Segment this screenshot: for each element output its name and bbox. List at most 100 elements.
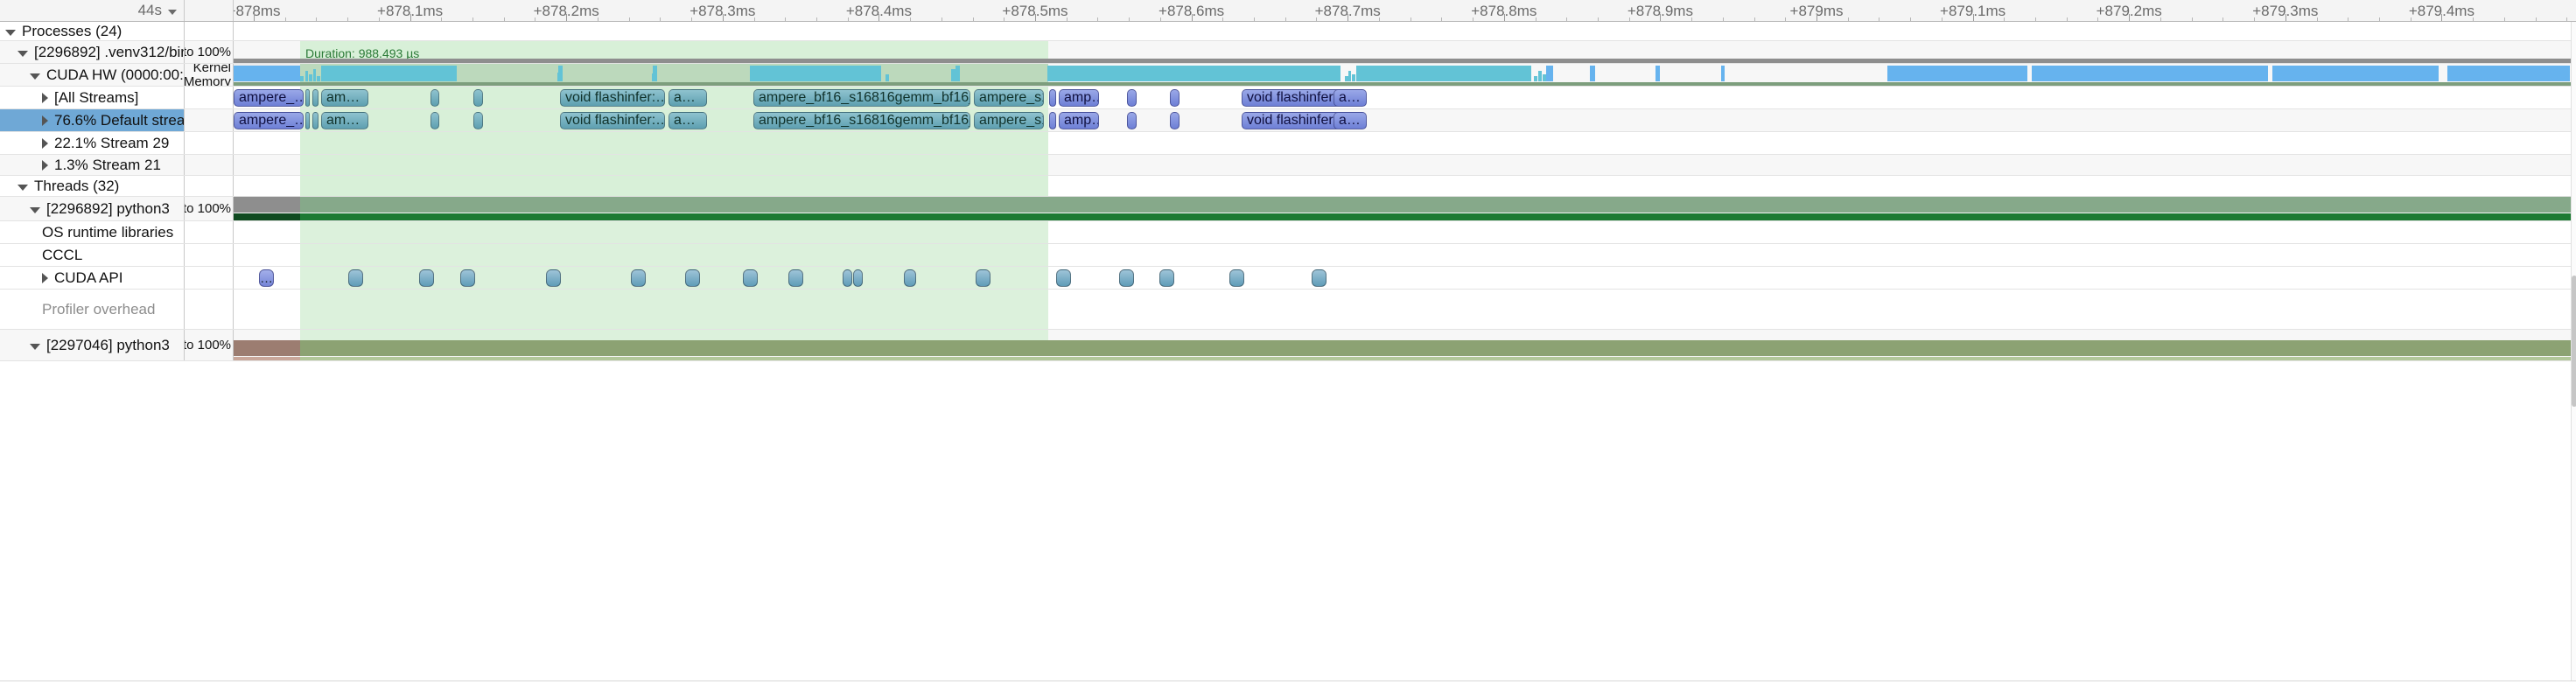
- sidebar-item-22-1-stream-29[interactable]: 22.1% Stream 29: [0, 132, 185, 154]
- kernel-block[interactable]: [1127, 112, 1137, 129]
- cuda-api-call-block[interactable]: …: [259, 269, 274, 287]
- kernel-block[interactable]: ampere_…: [234, 89, 304, 107]
- chevron-down-icon[interactable]: [5, 30, 16, 36]
- kernel-block[interactable]: ampere_…: [234, 112, 304, 129]
- cuda-api-call-block[interactable]: [788, 269, 803, 287]
- cuda-api-call-block[interactable]: [348, 269, 363, 287]
- ruler-scale[interactable]: +878ms+878.1ms+878.2ms+878.3ms+878.4ms+8…: [234, 0, 2576, 21]
- ruler-tick-label: +878.3ms: [690, 3, 756, 19]
- cuda-api-call-block[interactable]: [460, 269, 475, 287]
- sidebar-item-cuda-api[interactable]: CUDA API: [0, 267, 185, 289]
- kernel-block[interactable]: a…: [668, 112, 707, 129]
- sidebar-item-2297046-python3[interactable]: [2297046] python3: [0, 330, 185, 360]
- cuda-api-call-block[interactable]: [1056, 269, 1071, 287]
- cuda-api-call-block[interactable]: [743, 269, 758, 287]
- timeline-track[interactable]: [234, 221, 2576, 243]
- vertical-scrollbar[interactable]: [2571, 22, 2576, 684]
- kernel-block[interactable]: ampere_s1…: [974, 112, 1044, 129]
- ruler-tick-minor: [1754, 17, 1755, 21]
- timeline-track[interactable]: …: [234, 267, 2576, 289]
- sidebar-item-76-6-default-stream-7[interactable]: 76.6% Default stream 7: [0, 109, 185, 131]
- chevron-right-icon[interactable]: [42, 92, 48, 103]
- sidebar-item-2296892-venv312-bin-pytho[interactable]: [2296892] .venv312/bin/pytho: [0, 41, 185, 63]
- kernel-block[interactable]: a…: [1334, 89, 1367, 107]
- kernel-block[interactable]: void flashinfer:…: [560, 112, 665, 129]
- kernel-block[interactable]: [1049, 112, 1056, 129]
- kernel-block[interactable]: [1127, 89, 1137, 107]
- cuda-api-call-block[interactable]: [631, 269, 646, 287]
- vertical-scrollbar-thumb[interactable]: [2572, 276, 2576, 407]
- timeline-track[interactable]: [234, 64, 2576, 86]
- timeline-track[interactable]: [234, 244, 2576, 266]
- kernel-block[interactable]: a…: [668, 89, 707, 107]
- kernel-block[interactable]: [430, 89, 439, 107]
- sidebar-item-1-3-stream-21[interactable]: 1.3% Stream 21: [0, 155, 185, 175]
- sidebar-item-os-runtime-libraries[interactable]: OS runtime libraries: [0, 221, 185, 243]
- kernel-block[interactable]: amp…: [1059, 89, 1099, 107]
- ruler-tick-minor: [347, 17, 349, 21]
- chevron-down-icon[interactable]: [18, 185, 28, 191]
- kernel-block[interactable]: am…: [321, 112, 368, 129]
- kernel-block[interactable]: [1170, 112, 1180, 129]
- chevron-right-icon[interactable]: [42, 272, 48, 283]
- kernel-block[interactable]: void flashinfer:…: [1242, 89, 1346, 107]
- cuda-api-call-block[interactable]: [904, 269, 916, 287]
- kernel-block[interactable]: [305, 112, 310, 129]
- kernel-block[interactable]: [1170, 89, 1180, 107]
- sidebar-item-cuda-hw-0000-00-04-0-nv[interactable]: CUDA HW (0000:00:04.0 - NV: [0, 64, 185, 86]
- sidebar-item-profiler-overhead[interactable]: Profiler overhead: [0, 290, 185, 329]
- timeline-track[interactable]: [234, 176, 2576, 196]
- timeline-track[interactable]: [234, 22, 2576, 40]
- cuda-api-call-block[interactable]: [843, 269, 852, 287]
- zoom-level-selector[interactable]: 44s: [0, 0, 185, 21]
- chevron-right-icon[interactable]: [42, 115, 48, 126]
- chevron-down-icon[interactable]: [30, 73, 40, 80]
- timeline-track[interactable]: [234, 197, 2576, 220]
- kernel-block[interactable]: [473, 112, 483, 129]
- sidebar-item-cccl[interactable]: CCCL: [0, 244, 185, 266]
- kernel-block[interactable]: a…: [1334, 112, 1367, 129]
- cuda-api-call-block[interactable]: [685, 269, 700, 287]
- chevron-down-icon[interactable]: [18, 51, 28, 57]
- sidebar-item-threads-32[interactable]: Threads (32): [0, 176, 185, 196]
- timeline-track[interactable]: ampere_…am…void flashinfer:…a…ampere_bf1…: [234, 87, 2576, 108]
- kernel-block[interactable]: amp…: [1059, 112, 1099, 129]
- chevron-down-icon[interactable]: [30, 207, 40, 213]
- chevron-down-icon[interactable]: [168, 10, 177, 15]
- cuda-api-call-block[interactable]: [1119, 269, 1134, 287]
- chevron-right-icon[interactable]: [42, 159, 48, 171]
- ruler-tick-major: [1660, 14, 1662, 21]
- kernel-block[interactable]: void flashinfer:…: [1242, 112, 1346, 129]
- cuda-api-call-block[interactable]: [976, 269, 990, 287]
- sidebar-item-2296892-python3[interactable]: [2296892] python3: [0, 197, 185, 220]
- kernel-block[interactable]: ampere_s1…: [974, 89, 1044, 107]
- kernel-block[interactable]: [312, 89, 318, 107]
- ruler-tick-minor: [535, 17, 536, 21]
- cuda-api-call-block[interactable]: [1312, 269, 1326, 287]
- kernel-block[interactable]: [473, 89, 483, 107]
- kernel-block[interactable]: [1049, 89, 1056, 107]
- cuda-api-call-block[interactable]: [1159, 269, 1174, 287]
- cuda-api-call-block[interactable]: [1229, 269, 1244, 287]
- timeline-track[interactable]: ampere_…am…void flashinfer:…a…ampere_bf1…: [234, 109, 2576, 131]
- kernel-block[interactable]: void flashinfer:…: [560, 89, 665, 107]
- chevron-down-icon[interactable]: [30, 344, 40, 350]
- kernel-block[interactable]: ampere_bf16_s16816gemm_bf16_2…: [753, 89, 970, 107]
- sidebar-item-processes-24[interactable]: Processes (24): [0, 22, 185, 40]
- kernel-block[interactable]: [312, 112, 318, 129]
- chevron-right-icon[interactable]: [42, 137, 48, 149]
- sidebar-item-label: CUDA HW (0000:00:04.0 - NV: [46, 66, 184, 83]
- kernel-block[interactable]: [430, 112, 439, 129]
- kernel-block[interactable]: ampere_bf16_s16816gemm_bf16_2…: [753, 112, 970, 129]
- kernel-block[interactable]: [305, 89, 310, 107]
- cuda-api-call-block[interactable]: [853, 269, 863, 287]
- timeline-track[interactable]: [234, 155, 2576, 175]
- sidebar-item-all-streams[interactable]: [All Streams]: [0, 87, 185, 108]
- timeline-track[interactable]: [234, 330, 2576, 360]
- timeline-track[interactable]: [234, 290, 2576, 329]
- timeline-track[interactable]: [234, 132, 2576, 154]
- cuda-api-call-block[interactable]: [546, 269, 561, 287]
- timeline-track[interactable]: Duration: 988.493 µs: [234, 41, 2576, 63]
- cuda-api-call-block[interactable]: [419, 269, 434, 287]
- kernel-block[interactable]: am…: [321, 89, 368, 107]
